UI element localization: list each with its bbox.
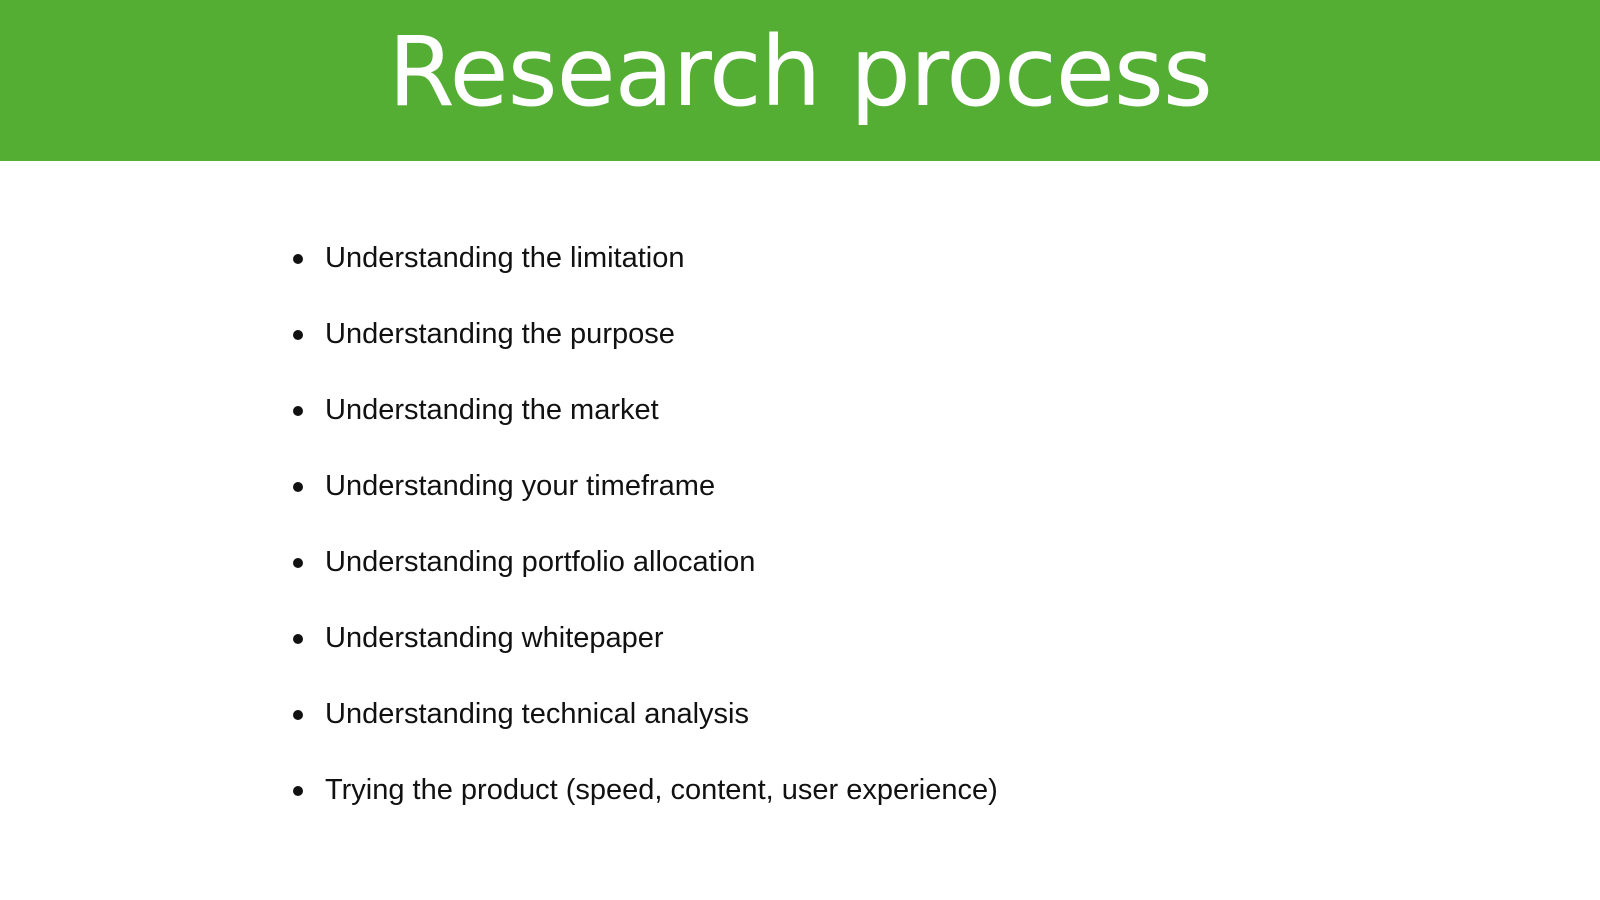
bullet-text: Understanding the purpose <box>325 318 675 350</box>
bullet-text: Understanding whitepaper <box>325 622 664 654</box>
bullet-list: Understanding the limitation Understandi… <box>290 240 998 848</box>
bullet-item: Understanding the limitation <box>290 240 998 316</box>
bullet-dot-icon <box>293 786 303 796</box>
title-banner: Research process <box>0 0 1600 161</box>
bullet-text: Understanding technical analysis <box>325 698 749 730</box>
bullet-dot-icon <box>293 254 303 264</box>
bullet-item: Trying the product (speed, content, user… <box>290 772 998 848</box>
bullet-dot-icon <box>293 710 303 720</box>
bullet-item: Understanding the market <box>290 392 998 468</box>
bullet-dot-icon <box>293 634 303 644</box>
bullet-text: Understanding your timeframe <box>325 470 716 502</box>
bullet-item: Understanding the purpose <box>290 316 998 392</box>
bullet-text: Understanding portfolio allocation <box>325 546 756 578</box>
slide-title: Research process <box>388 16 1213 128</box>
bullet-text: Trying the product (speed, content, user… <box>325 774 998 806</box>
bullet-dot-icon <box>293 330 303 340</box>
bullet-item: Understanding portfolio allocation <box>290 544 998 620</box>
bullet-text: Understanding the market <box>325 394 659 426</box>
bullet-item: Understanding your timeframe <box>290 468 998 544</box>
bullet-item: Understanding technical analysis <box>290 696 998 772</box>
bullet-dot-icon <box>293 482 303 492</box>
bullet-text: Understanding the limitation <box>325 242 685 274</box>
bullet-dot-icon <box>293 406 303 416</box>
bullet-item: Understanding whitepaper <box>290 620 998 696</box>
bullet-dot-icon <box>293 558 303 568</box>
